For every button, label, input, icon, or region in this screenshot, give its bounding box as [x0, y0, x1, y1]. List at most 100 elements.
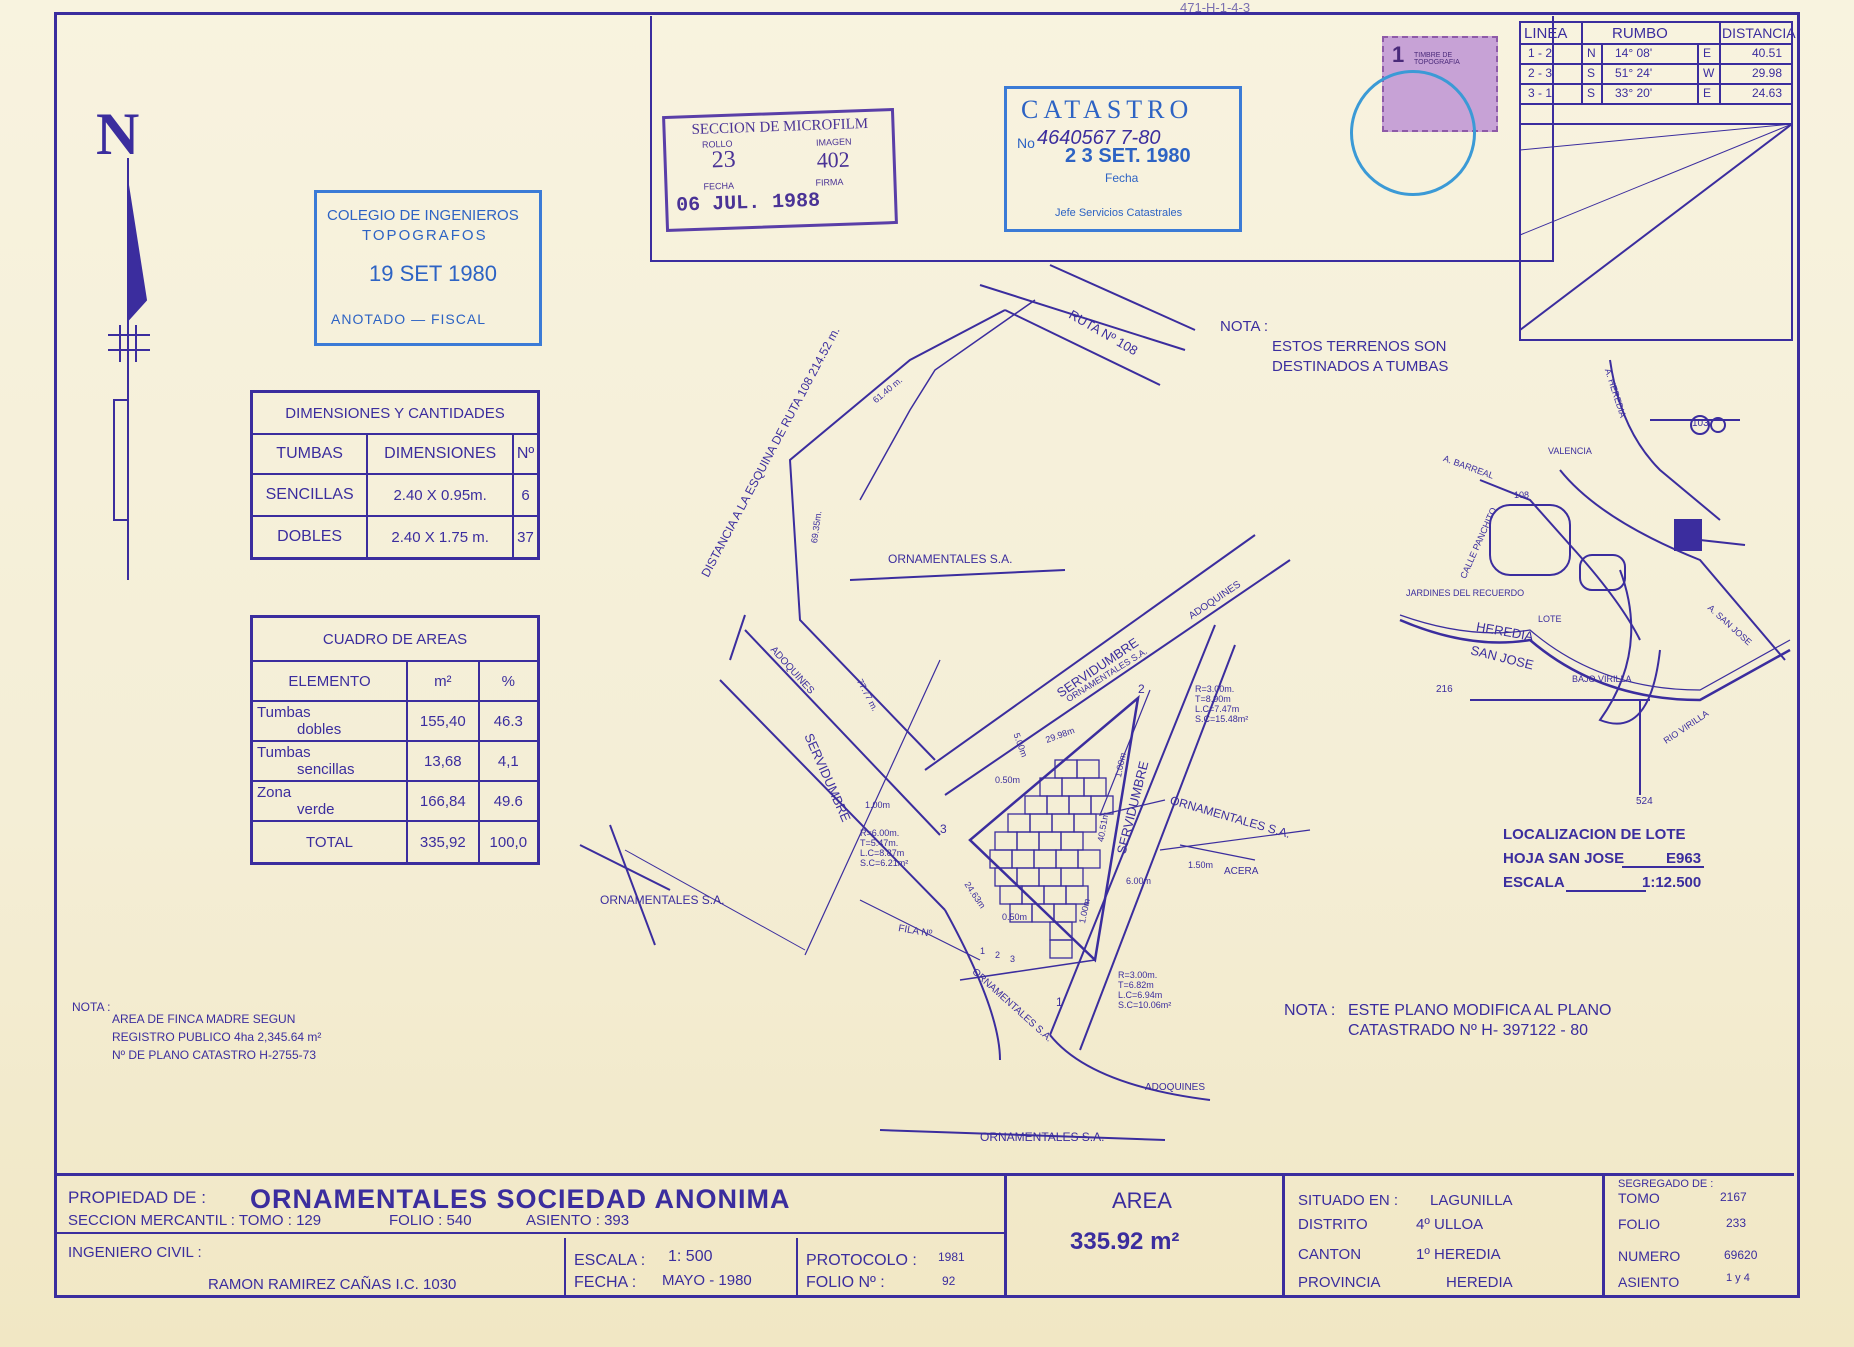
localizacion-hoja-label: HOJA SAN JOSE	[1503, 850, 1625, 867]
fila-number-1: 1	[980, 946, 986, 956]
dist-1-50: 1.50m	[1188, 860, 1214, 870]
nota-left-label: NOTA :	[72, 1000, 111, 1014]
point-1: 1	[1056, 995, 1063, 1009]
colegio-line2: TOPOGRAFOS	[362, 227, 488, 244]
tomb-grid	[989, 759, 1114, 959]
circular-seal	[1350, 70, 1476, 196]
protocolo-value: 1981	[938, 1250, 965, 1264]
area-label: AREA	[1112, 1188, 1172, 1213]
dim-row2-n: 37	[512, 515, 540, 560]
rumbo-row2-dist: 29.98	[1752, 66, 1783, 80]
provincia-label: PROVINCIA	[1298, 1274, 1381, 1291]
folio-r-label: FOLIO	[1618, 1216, 1661, 1232]
north-label: N	[96, 101, 140, 167]
microfilm-fecha-label: FECHA	[703, 180, 735, 192]
nota-right-label: NOTA :	[1284, 1002, 1336, 1019]
curve-data-2: R=6.00m. T=5.47m. L.C=8.87m S.C=6.21m²	[860, 828, 909, 868]
dim-row1-n: 6	[512, 473, 540, 517]
microfilm-firma-label: FIRMA	[815, 176, 844, 188]
nota-top-line2: DESTINADOS A TUMBAS	[1272, 358, 1449, 375]
title-block-divider-b	[1004, 1176, 1007, 1296]
distrito-label: DISTRITO	[1298, 1216, 1368, 1233]
provincia-value: HEREDIA	[1446, 1274, 1513, 1291]
map-route-103: 103	[1692, 418, 1709, 429]
stamp-area-box	[650, 16, 1554, 262]
propiedad-label: PROPIEDAD DE :	[68, 1188, 206, 1207]
microfilm-rollo: 23	[711, 146, 737, 174]
map-coord-24: 524	[1636, 796, 1653, 807]
areas-total-pct: 100,0	[477, 820, 540, 865]
seccion-mercantil: SECCION MERCANTIL : TOMO : 129	[68, 1212, 322, 1229]
propiedad-value: ORNAMENTALES SOCIEDAD ANONIMA	[250, 1184, 791, 1214]
segregado-label: SEGREGADO DE :	[1618, 1178, 1714, 1190]
colegio-footer: ANOTADO — FISCAL	[331, 311, 486, 327]
title-block-divider-e	[564, 1238, 566, 1296]
adoquines-label-3: ADOQUINES	[1145, 1082, 1206, 1093]
dist-0-50-b: 0.50m	[1002, 912, 1028, 922]
rumbo-row2-linea: 2 - 3	[1528, 66, 1553, 80]
areas-header-pct: %	[477, 660, 540, 702]
folio: FOLIO : 540	[389, 1212, 472, 1229]
numero-value: 69620	[1724, 1248, 1758, 1262]
title-block-divider-a	[56, 1232, 1004, 1234]
situado-value: LAGUNILLA	[1430, 1192, 1513, 1209]
microfilm-title: SECCION DE MICROFILM	[691, 115, 869, 139]
ornamentales-label-1: ORNAMENTALES S.A.	[888, 552, 1013, 566]
dist-6-00: 6.00m	[1126, 876, 1152, 886]
colegio-line1: COLEGIO DE INGENIEROS	[327, 207, 519, 224]
point-2: 2	[1138, 682, 1145, 696]
ornamentales-label-2: ORNAMENTALES S.A.	[600, 893, 725, 907]
sheet-border	[54, 12, 1800, 1298]
dim-header-tumbas: TUMBAS	[250, 433, 369, 475]
catastro-stamp: CATASTRO No 4640567 7-80 2 3 SET. 1980 F…	[1004, 86, 1242, 232]
folio-no-label: FOLIO Nº :	[806, 1274, 885, 1291]
colegio-stamp: COLEGIO DE INGENIEROS TOPOGRAFOS 19 SET …	[314, 190, 542, 346]
dim-header-n: Nº	[512, 433, 540, 475]
acera-label: ACERA	[1224, 866, 1259, 877]
dimensiones-title: DIMENSIONES Y CANTIDADES	[250, 390, 540, 435]
areas-row3-pct: 49.6	[477, 780, 540, 822]
catastro-number: 4640567 7-80	[1037, 127, 1161, 149]
areas-total-m2: 335,92	[406, 820, 480, 865]
fecha-value: MAYO - 1980	[662, 1272, 752, 1289]
site-linework	[579, 264, 1311, 1141]
areas-row3-m2: 166,84	[406, 780, 480, 822]
rumbo-row1-angle: 14° 08'	[1615, 46, 1653, 60]
asiento: ASIENTO : 393	[526, 1212, 630, 1229]
north-arrow	[108, 158, 150, 580]
escala-value: 1: 500	[668, 1248, 713, 1265]
dim-row1-tipo: SENCILLAS	[250, 473, 369, 517]
title-block: PROPIEDAD DE : ORNAMENTALES SOCIEDAD ANO…	[56, 1173, 1794, 1296]
protocolo-label: PROTOCOLO :	[806, 1252, 917, 1269]
dim-row1-dim: 2.40 X 0.95m.	[366, 473, 515, 517]
asiento-r-label: ASIENTO	[1618, 1274, 1680, 1290]
areas-row3-el1: Zona	[257, 784, 292, 801]
nota-right-line2: CATASTRADO Nº H- 397122 - 80	[1348, 1022, 1588, 1039]
rumbo-row1-linea: 1 - 2	[1528, 46, 1553, 60]
tomo-label: TOMO	[1618, 1190, 1660, 1206]
distrito-value: 4º ULLOA	[1416, 1216, 1484, 1233]
areas-header-elemento: ELEMENTO	[250, 660, 409, 702]
areas-row1-el1: Tumbas	[257, 704, 311, 721]
rumbo-row3-linea: 3 - 1	[1528, 86, 1553, 100]
ornamentales-label-5: ORNAMENTALES S.A.	[980, 1130, 1105, 1144]
rumbo-row1-ew: E	[1703, 46, 1712, 60]
dim-header-dimensiones: DIMENSIONES	[366, 433, 515, 475]
map-lote: LOTE	[1538, 614, 1562, 624]
point-3: 3	[940, 822, 947, 836]
map-jardines: JARDINES DEL RECUERDO	[1406, 588, 1525, 598]
catastro-fecha-label: Fecha	[1105, 171, 1139, 185]
areas-row1-el2: dobles	[297, 721, 342, 738]
curve-data-1: R=3.00m. T=8.90m L.C=7.47m S.C=15.48m²	[1195, 684, 1249, 724]
localizacion-hoja: E963	[1666, 850, 1702, 867]
rumbo-row3-angle: 33° 20'	[1615, 86, 1653, 100]
rumbo-row3-dist: 24.63	[1752, 86, 1783, 100]
tomo-value: 2167	[1720, 1190, 1747, 1204]
map-valencia: VALENCIA	[1548, 446, 1592, 456]
fiscal-stamp-value: 1	[1392, 42, 1405, 67]
rumbo-row1-ns: N	[1587, 46, 1596, 60]
area-value: 335.92 m²	[1070, 1228, 1180, 1255]
